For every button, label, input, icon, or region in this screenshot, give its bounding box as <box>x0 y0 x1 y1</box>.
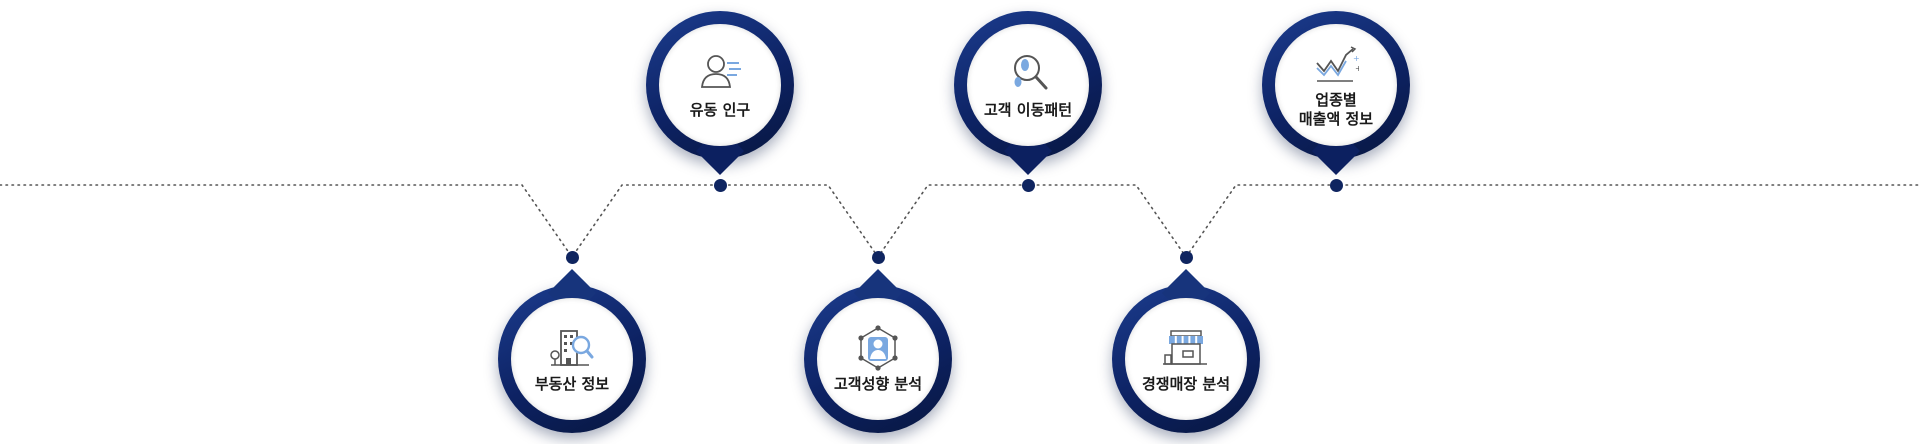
building-search-icon <box>550 329 594 366</box>
node-label: 고객성향 분석 <box>833 374 923 393</box>
storefront-icon <box>1163 329 1207 365</box>
node-label: 유동 인구 <box>689 100 751 119</box>
connector-dot <box>713 178 727 192</box>
node-label: 업종별 매출액 정보 <box>1298 91 1374 128</box>
node-customer-movement: 고객 이동패턴 <box>954 11 1102 176</box>
node-face: 부동산 정보 <box>511 298 633 420</box>
connector-dot <box>565 250 579 264</box>
connector-dot <box>1179 250 1193 264</box>
node-label: 고객 이동패턴 <box>983 100 1073 119</box>
person-icon <box>701 54 741 88</box>
node-face: + + 업종별 매출액 정보 <box>1275 24 1397 146</box>
connector-dot <box>1021 178 1035 192</box>
node-label: 경쟁매장 분석 <box>1141 374 1231 393</box>
node-floating-population: 유동 인구 <box>646 11 794 176</box>
node-face: 고객 이동패턴 <box>967 24 1089 146</box>
svg-text:+: + <box>1355 64 1359 73</box>
node-face: 고객성향 분석 <box>817 298 939 420</box>
connector-dot <box>1329 178 1343 192</box>
node-label: 부동산 정보 <box>534 374 610 393</box>
node-customer-tendency: 고객성향 분석 <box>804 268 952 433</box>
node-face: 유동 인구 <box>659 24 781 146</box>
footprint-search-icon <box>1014 54 1048 89</box>
node-industry-sales: + + 업종별 매출액 정보 <box>1262 11 1410 176</box>
svg-text:+: + <box>1353 54 1359 63</box>
connector-dot <box>871 250 885 264</box>
trend-chart-icon: + + <box>1316 46 1359 82</box>
node-real-estate: 부동산 정보 <box>498 268 646 433</box>
node-competitor-store: 경쟁매장 분석 <box>1112 268 1260 433</box>
customer-network-icon <box>858 324 898 371</box>
node-face: 경쟁매장 분석 <box>1125 298 1247 420</box>
